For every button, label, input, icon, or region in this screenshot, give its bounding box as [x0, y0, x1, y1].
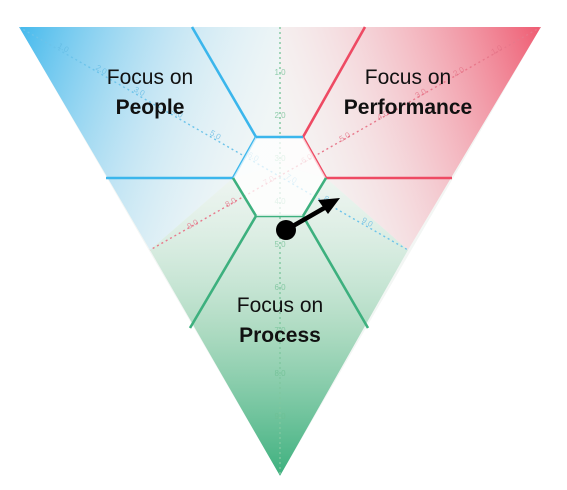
- process-tick-label: 1.0: [274, 68, 286, 77]
- position-marker: [276, 198, 340, 240]
- process-tick-label: 6.0: [274, 283, 286, 292]
- hex-lower-left-edge: [231, 177, 258, 217]
- direction-arrow-head: [318, 198, 340, 214]
- center-hexagon: [233, 137, 326, 216]
- process-zone: [150, 178, 408, 476]
- hex-lower-right-edge: [301, 177, 328, 217]
- process-label-line2: Process: [239, 324, 321, 347]
- people-label-line2: People: [116, 96, 185, 119]
- performance-label-line1: Focus on: [365, 66, 451, 89]
- people-zone: [19, 27, 280, 250]
- process-tick-label: 9.0: [274, 412, 286, 421]
- process-tick-label: 8.0: [274, 369, 286, 378]
- process-tick-label: 7.0: [274, 326, 286, 335]
- process-tick-label: 5.0: [274, 240, 286, 249]
- people-label-line1: Focus on: [107, 66, 193, 89]
- process-label-line1: Focus on: [237, 294, 323, 317]
- position-dot: [276, 220, 296, 240]
- performance-zone: [280, 27, 541, 250]
- process-tick-label: 2.0: [274, 111, 286, 120]
- performance-label-line2: Performance: [344, 96, 472, 119]
- performance-axis: [149, 27, 541, 251]
